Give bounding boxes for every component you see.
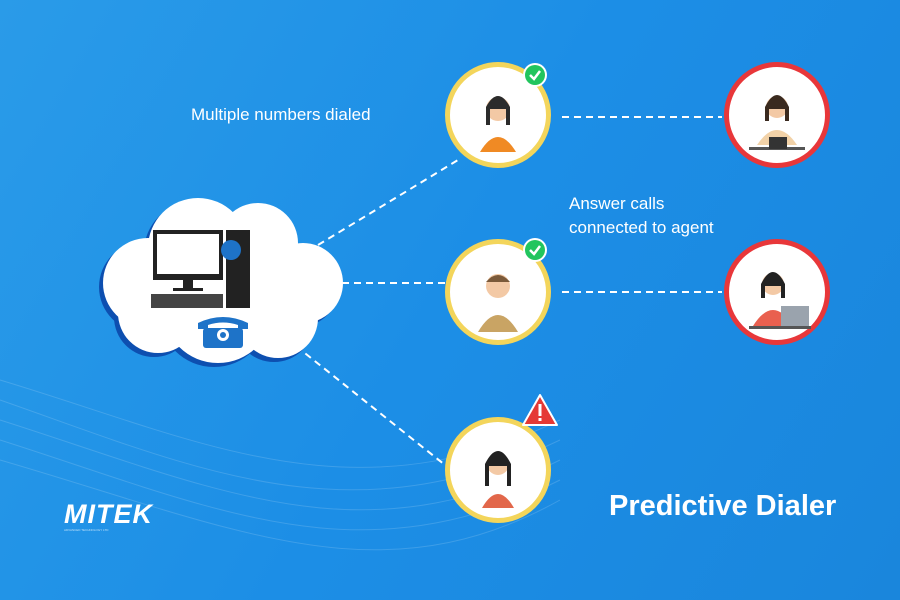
customer-3-circle xyxy=(445,417,551,523)
computer-icon xyxy=(151,230,250,308)
agent-headset-icon xyxy=(749,95,805,150)
check-icon xyxy=(523,238,547,262)
agent-headset-icon xyxy=(749,272,811,329)
customer-woman-on-phone-icon xyxy=(482,451,514,508)
check-icon xyxy=(523,63,547,87)
line-cloud-to-customer-1 xyxy=(317,159,459,246)
logo-text: MITEK xyxy=(64,499,153,529)
warning-icon xyxy=(522,394,558,426)
answer-calls-label-line2: connected to agent xyxy=(569,218,714,237)
customer-woman-on-phone-icon xyxy=(480,96,516,152)
mitek-logo: MITEK ADVANCED TECHNOLOGY LTD xyxy=(64,500,153,532)
multiple-numbers-dialed-label: Multiple numbers dialed xyxy=(191,105,371,124)
customer-man-on-phone-icon xyxy=(478,274,518,332)
agent-1-circle xyxy=(724,62,830,168)
answer-calls-label-line1: Answer calls xyxy=(569,194,665,213)
cloud-dialer-system xyxy=(99,198,343,367)
page-title: Predictive Dialer xyxy=(609,490,837,522)
agent-2-circle xyxy=(724,239,830,345)
telephone-icon xyxy=(198,317,248,348)
line-cloud-to-customer-3 xyxy=(295,345,446,466)
logo-tagline: ADVANCED TECHNOLOGY LTD xyxy=(64,528,109,532)
